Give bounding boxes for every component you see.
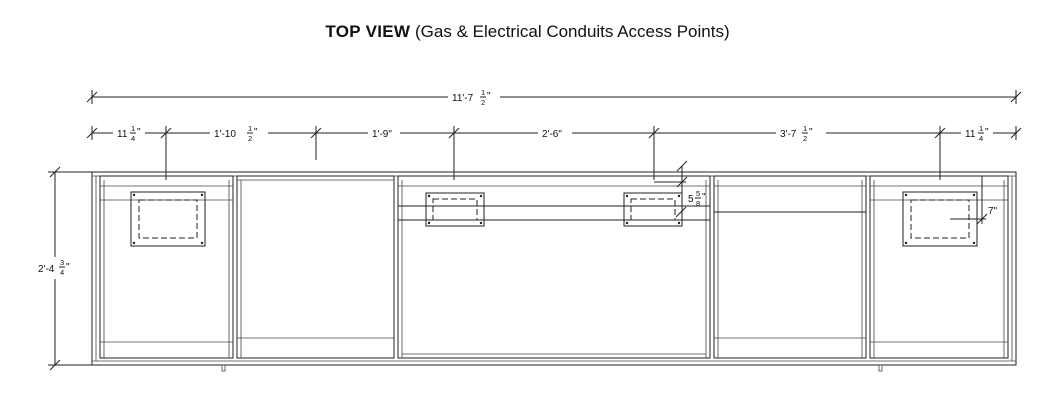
seg2-unit: " xyxy=(254,127,258,138)
segment-dimension-chain: 11 1 4 " 1'-10 1 2 " 1'-9" 2'-6" 3'-7 1 … xyxy=(86,124,1022,180)
module-storage-left xyxy=(236,175,395,359)
seg2-whole: 1'-10 xyxy=(214,129,236,140)
overall-den: 2 xyxy=(481,98,485,107)
seg2-den: 2 xyxy=(248,134,252,143)
title-subtitle: (Gas & Electrical Conduits Access Points… xyxy=(410,22,730,41)
seg6-unit: " xyxy=(985,127,989,138)
depth-unit: " xyxy=(66,262,70,273)
inset-num: 5 xyxy=(696,189,700,198)
depth-whole: 2'-4 xyxy=(38,264,55,275)
depth-dimension: 2'-4 3 4 " xyxy=(35,166,92,371)
seg4-label: 2'-6" xyxy=(542,129,562,140)
cabinet-feet xyxy=(221,364,883,372)
module-storage-right xyxy=(713,175,867,359)
seg1-unit: " xyxy=(137,127,141,138)
depth-num: 3 xyxy=(60,258,64,267)
seg6-num: 1 xyxy=(979,124,983,133)
seg5-unit: " xyxy=(809,127,813,138)
seg6-whole: 11 xyxy=(965,129,976,140)
offset-label: 7" xyxy=(988,206,998,217)
module-center-grill xyxy=(397,175,711,359)
seg1-den: 4 xyxy=(131,134,135,143)
seg1-whole: 11 xyxy=(117,129,128,140)
inset-unit: " xyxy=(702,192,706,203)
overall-num: 1 xyxy=(481,88,485,97)
svg-text:11'-7: 11'-7 xyxy=(452,93,474,104)
seg2-num: 1 xyxy=(248,124,252,133)
seg6-den: 4 xyxy=(979,134,983,143)
inset-whole: 5 xyxy=(688,194,694,205)
module-right-base xyxy=(869,175,1009,359)
access-point-3 xyxy=(623,192,683,227)
offset-dimension: 7" xyxy=(950,176,998,225)
title-bold: TOP VIEW xyxy=(325,22,411,41)
overall-unit: " xyxy=(487,91,491,102)
access-point-2 xyxy=(425,192,485,227)
inset-den: 8 xyxy=(696,199,700,208)
seg5-num: 1 xyxy=(803,124,807,133)
depth-den: 4 xyxy=(60,268,64,277)
overall-whole: 11'-7 xyxy=(452,93,474,104)
access-point-1 xyxy=(130,191,206,247)
seg3-label: 1'-9" xyxy=(372,129,392,140)
seg5-den: 2 xyxy=(803,134,807,143)
inset-dimension: 5 5 8 " xyxy=(654,160,706,218)
seg5-whole: 3'-7 xyxy=(780,129,797,140)
overall-width-dimension: 11'-7 1 2 " xyxy=(86,88,1022,107)
diagram-title: TOP VIEW (Gas & Electrical Conduits Acce… xyxy=(0,22,1055,42)
cabinet-outline xyxy=(91,171,1017,366)
module-left-base xyxy=(99,175,234,359)
seg1-num: 1 xyxy=(131,124,135,133)
